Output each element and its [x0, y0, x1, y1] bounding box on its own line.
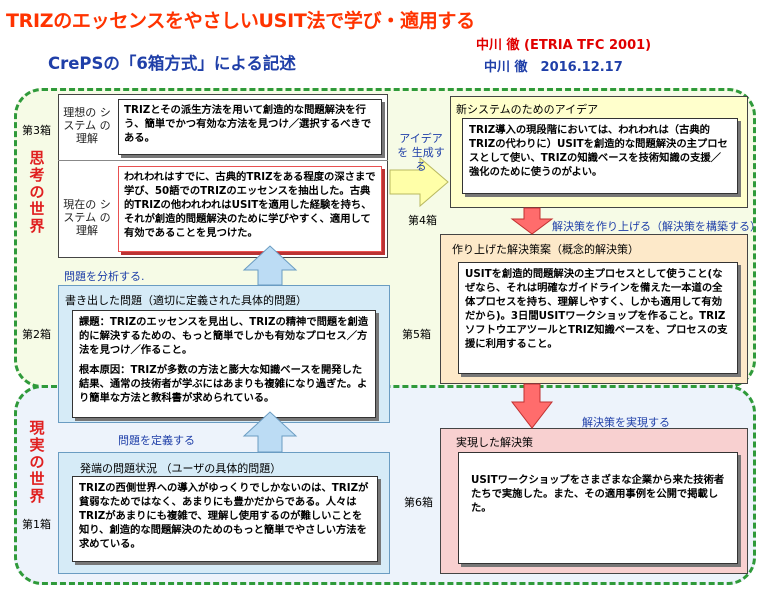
box3-divider [58, 160, 388, 161]
down-arrow-icon [510, 383, 554, 429]
problem-statement: 課題：TRIZのエッセンスを見出し、TRIZの精神で問題を創造的に解決するための… [79, 316, 369, 356]
box2-title: 書き出した問題（適切に定義された具体的問題） [65, 294, 307, 307]
box1-title: 発端の問題状況 （ユーザの具体的問題） [80, 462, 282, 475]
real-world-label: 現実の世界 [29, 419, 45, 505]
page-title: TRIZのエッセンスをやさしいUSIT法で学び・適用する [6, 10, 475, 32]
generate-ideas-label: アイデアを 生成する [397, 132, 445, 173]
define-problem-label: 問題を定義する [118, 434, 195, 447]
author-affiliation: 中川 徹 (ETRIA TFC 2001) [476, 38, 652, 53]
box4-text: TRIZ導入の現段階においては、われわれは（古典的TRIZの代わりに）USITを… [462, 118, 738, 194]
box5-text: USITを創造的問題解決の主プロセスとして使うこと(なぜなら、それは明確なガイド… [458, 262, 738, 374]
ideal-system-text: TRIZとその派生方法を用いて創造的な問題解決を行う、簡単でかつ有効な方法を見つ… [118, 99, 382, 155]
build-solution-label: 解決策を作り上げる（解決策を構築する） [552, 220, 761, 233]
thinking-world-label: 思考の世界 [29, 149, 45, 235]
box2-text: 課題：TRIZのエッセンスを見出し、TRIZの精神で問題を創造的に解決するための… [72, 310, 376, 418]
box4-title: 新システムのためのアイデア [456, 103, 599, 116]
ideal-system-label: 理想の システム の理解 [63, 106, 111, 145]
up-arrow-icon [242, 245, 298, 286]
current-system-label: 現在の システム の理解 [63, 198, 111, 237]
box6-label: 第6箱 [404, 496, 433, 509]
box6-title: 実現した解決策 [456, 436, 533, 449]
box3-label: 第3箱 [22, 124, 51, 137]
page-subtitle: CrePSの「6箱方式」による記述 [48, 54, 296, 73]
up-arrow-icon [242, 411, 298, 453]
box4-label: 第4箱 [408, 214, 437, 227]
current-system-text: われわれはすでに、古典的TRIZをある程度の深さまで学び、50語でのTRIZのエ… [118, 166, 382, 252]
down-arrow-icon [510, 207, 554, 235]
analyze-problem-label: 問題を分析する. [64, 270, 145, 283]
right-arrow-icon [389, 156, 449, 208]
box1-text: TRIZの西側世界への導入がゆっくりでしかないのは、TRIZが貧弱なためではなく… [72, 476, 378, 562]
box1-label: 第1箱 [22, 518, 51, 531]
author-date: 中川 徹 2016.12.17 [484, 60, 623, 75]
box5-label: 第5箱 [402, 328, 431, 341]
implement-solution-label: 解決策を実現する [582, 416, 670, 429]
box5-title: 作り上げた解決策案（概念的解決策） [452, 243, 639, 256]
box6-text: USITワークショップをさまざまな企業から来た技術者たちで実施した。また、その適… [458, 452, 738, 564]
box2-label: 第2箱 [22, 328, 51, 341]
root-cause-statement: 根本原因：TRIZが多数の方法と膨大な知識ベースを開発した結果、通常の技術者が学… [79, 364, 368, 404]
